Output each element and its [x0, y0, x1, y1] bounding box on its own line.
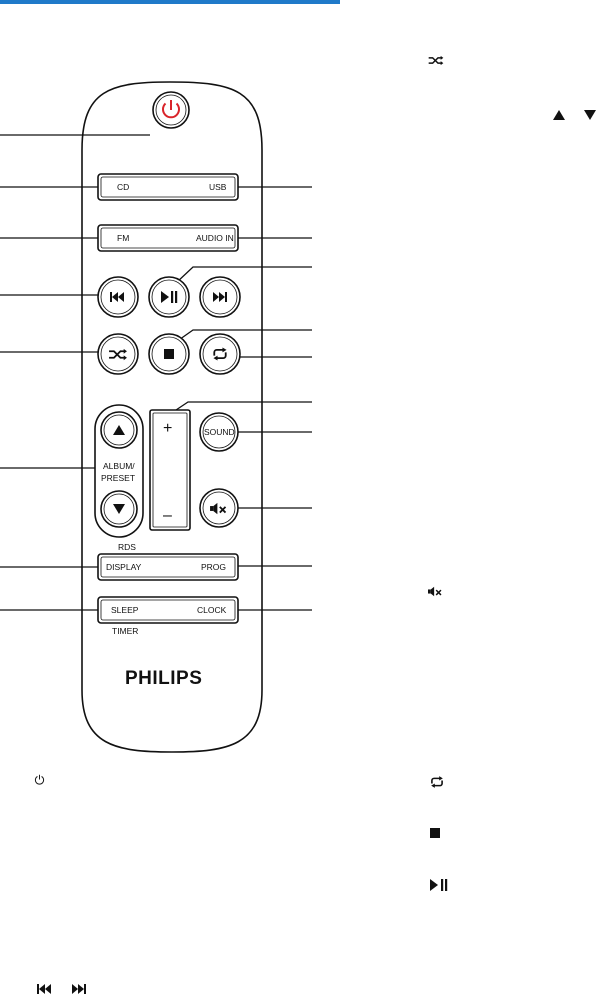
sound-button-shape [199, 412, 239, 452]
audio-in-button[interactable]: AUDIO IN [196, 233, 234, 243]
skip-previous-button[interactable] [97, 276, 139, 318]
skip-previous-icon [110, 292, 124, 302]
legend-power-icon [34, 774, 45, 785]
legend-stop-icon [430, 828, 440, 838]
triangle-up-icon [113, 425, 125, 435]
sleep-button[interactable]: SLEEP [111, 605, 139, 615]
legend-shuffle-icon [428, 55, 444, 66]
brand-logo: PHILIPS [125, 668, 202, 689]
legend-skip-previous-icon [37, 984, 51, 994]
play-pause-icon [161, 291, 178, 303]
legend-mute-icon [428, 586, 442, 597]
album-preset-label-line2: PRESET [101, 473, 135, 483]
triangle-down-icon [113, 504, 125, 514]
cd-button[interactable]: CD [117, 182, 129, 192]
usb-button[interactable]: USB [209, 182, 227, 192]
sound-button[interactable]: SOUND [204, 427, 235, 437]
album-down-button[interactable] [100, 490, 138, 528]
mute-button[interactable] [199, 488, 239, 528]
fm-audioin-bar [97, 224, 239, 252]
prog-button[interactable]: PROG [201, 562, 226, 572]
volume-rocker [149, 409, 191, 531]
volume-up-button[interactable]: + [163, 420, 172, 437]
sleep-clock-bar [97, 596, 239, 624]
fm-button[interactable]: FM [117, 233, 129, 243]
legend-skip-next-icon [72, 984, 86, 994]
legend-play-pause-icon [430, 879, 448, 891]
display-button[interactable]: DISPLAY [106, 562, 142, 572]
cd-usb-bar [97, 173, 239, 201]
display-prog-bar [97, 553, 239, 581]
shuffle-button[interactable] [97, 333, 139, 375]
skip-next-button[interactable] [199, 276, 241, 318]
timer-label: TIMER [112, 626, 138, 636]
volume-down-button[interactable]: – [163, 507, 172, 524]
legend-down-icon [584, 110, 596, 120]
leader-lines [0, 134, 312, 611]
skip-next-icon [213, 292, 227, 302]
rds-label: RDS [118, 542, 136, 552]
stop-icon [164, 349, 174, 359]
power-button[interactable] [152, 91, 190, 129]
album-preset-label-line1: ALBUM/ [103, 461, 135, 471]
legend-repeat-icon [430, 776, 444, 788]
stop-button[interactable] [148, 333, 190, 375]
clock-button[interactable]: CLOCK [197, 605, 227, 615]
legend-up-icon [553, 110, 565, 120]
album-up-button[interactable] [100, 411, 138, 449]
repeat-button[interactable] [199, 333, 241, 375]
header-accent-bar [0, 0, 340, 4]
play-pause-button[interactable] [148, 276, 190, 318]
power-icon [162, 102, 180, 119]
